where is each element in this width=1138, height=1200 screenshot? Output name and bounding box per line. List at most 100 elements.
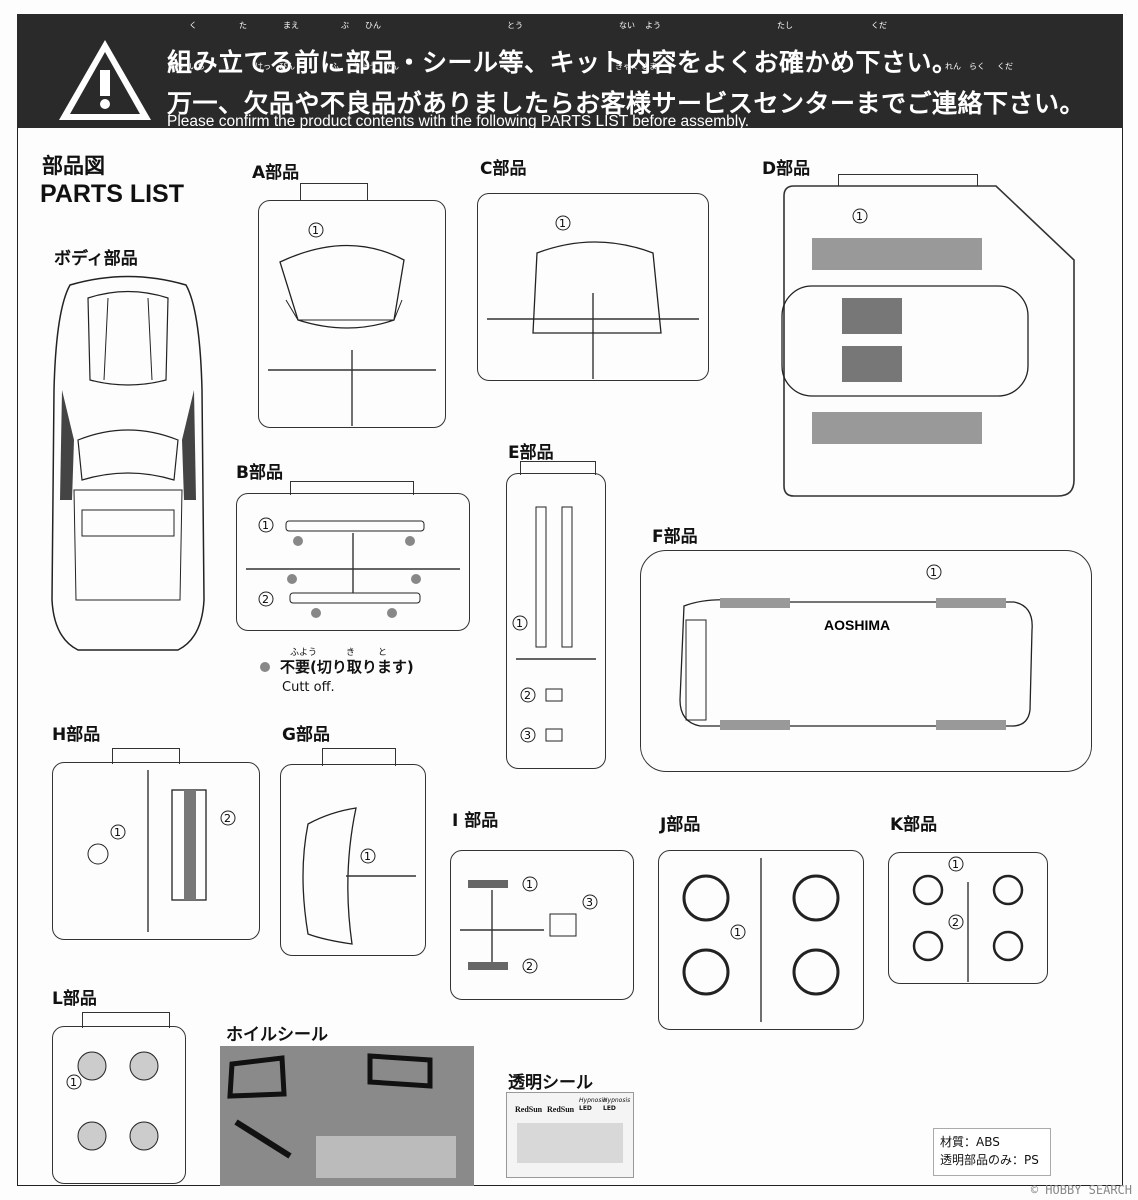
parts-list-title-ja: 部品図 bbox=[42, 154, 105, 178]
watermark: © HOBBY SEARCH bbox=[1030, 1183, 1132, 1197]
runner-k bbox=[888, 852, 1048, 984]
runner-a bbox=[258, 200, 446, 428]
material-clear-ps: 透明部品のみ：PS bbox=[940, 1153, 1039, 1167]
section-title-clear-seal: 透明シール bbox=[508, 1073, 593, 1093]
runner-l bbox=[52, 1026, 186, 1184]
runner-c bbox=[477, 193, 709, 381]
part-number-j1: 1 bbox=[734, 926, 741, 939]
runner-f-parts: 1 AOSHIMA bbox=[679, 564, 1033, 730]
runner-g-parts: 1 bbox=[302, 807, 416, 945]
ruby-mae: まえ bbox=[283, 21, 299, 30]
part-number-g1: 1 bbox=[364, 850, 371, 863]
runner-k-parts: 1 2 bbox=[912, 856, 1024, 982]
wheel-seal-sheet bbox=[220, 1046, 474, 1186]
ruby-tashi: たし bbox=[777, 21, 793, 30]
section-title-a: A部品 bbox=[252, 163, 300, 183]
runner-j-parts: 1 bbox=[682, 858, 840, 1022]
runner-e bbox=[506, 473, 606, 769]
ruby-kuda2: くだ bbox=[997, 62, 1013, 71]
ruby-kumi: く bbox=[189, 21, 197, 30]
clear-seal-label-5: LED bbox=[579, 1105, 592, 1112]
cutoff-ruby-ki: き bbox=[346, 648, 356, 658]
banner-line-2: 万一、欠品や不良品がありましたらお客様サービスセンターまでご連絡下さい。 bbox=[167, 89, 1086, 118]
runner-i bbox=[450, 850, 634, 1000]
runner-g bbox=[280, 764, 426, 956]
materials-box: 材質：ABS 透明部品のみ：PS bbox=[933, 1128, 1051, 1176]
section-title-k: K部品 bbox=[890, 815, 938, 835]
clear-seal-label-6: LED bbox=[603, 1105, 616, 1112]
section-title-e: E部品 bbox=[508, 443, 554, 463]
part-number-d1: 1 bbox=[856, 210, 863, 223]
cutoff-label-ja: 不要(切り取ります) bbox=[280, 658, 414, 676]
runner-l-tab bbox=[82, 1012, 170, 1028]
runner-f bbox=[640, 550, 1092, 772]
ruby-ke: けっ bbox=[255, 62, 271, 71]
body-shell-drawing bbox=[51, 275, 205, 651]
aoshima-logo: AOSHIMA bbox=[824, 617, 890, 633]
ruby-hin: ひん bbox=[365, 21, 381, 30]
ruby-tou: とう bbox=[507, 21, 523, 30]
clear-seal-label-3: Hypnosis bbox=[579, 1097, 607, 1104]
runner-c-parts: 1 bbox=[487, 215, 699, 379]
part-number-b2: 2 bbox=[262, 593, 269, 606]
section-title-i: I 部品 bbox=[452, 811, 499, 831]
parts-list-title-en: PARTS LIST bbox=[40, 180, 184, 208]
section-title-c: C部品 bbox=[480, 159, 527, 179]
ruby-kuda: くだ bbox=[871, 21, 887, 30]
runner-h-tab bbox=[112, 748, 180, 764]
ruby-ryou: りょう bbox=[353, 62, 377, 71]
runner-l-parts: 1 bbox=[66, 1051, 159, 1151]
clear-seal-label-2: RedSun bbox=[547, 1105, 575, 1114]
section-title-l: L部品 bbox=[52, 989, 97, 1009]
ruby-tate: た bbox=[239, 21, 247, 30]
runner-b bbox=[236, 493, 470, 631]
section-title-h: H部品 bbox=[52, 725, 101, 745]
section-title-g: G部品 bbox=[282, 725, 330, 745]
part-number-i2: 2 bbox=[526, 960, 533, 973]
part-number-l1: 1 bbox=[70, 1076, 77, 1089]
cutoff-ruby-fuyou: ふよう bbox=[290, 648, 318, 658]
ruby-ichi: いち bbox=[189, 62, 205, 71]
runner-e-tab bbox=[520, 461, 596, 475]
section-title-b: B部品 bbox=[236, 463, 283, 483]
warning-triangle-icon bbox=[59, 40, 151, 120]
runner-d-tab bbox=[838, 174, 978, 186]
ruby-raku: らく bbox=[969, 62, 985, 71]
ruby-pin: ぴん bbox=[279, 62, 295, 71]
clear-seal-label-4: Hypnosis bbox=[603, 1097, 631, 1104]
runner-e-parts: 1 2 3 bbox=[512, 506, 596, 743]
section-title-wheel-seal: ホイルシール bbox=[226, 1025, 328, 1045]
part-number-k2: 2 bbox=[952, 916, 959, 929]
part-number-e1: 1 bbox=[516, 617, 523, 630]
ruby-ren: れん bbox=[945, 62, 961, 71]
material-abs: 材質：ABS bbox=[940, 1135, 1000, 1149]
part-number-h1: 1 bbox=[114, 826, 121, 839]
part-number-i1: 1 bbox=[526, 878, 533, 891]
banner-line-1: 組み立てる前に部品・シール等、キット内容をよくお確かめ下さい。 bbox=[167, 48, 958, 77]
runner-h-parts: 1 2 bbox=[87, 770, 236, 932]
ruby-fu: ふ bbox=[331, 62, 339, 71]
part-number-k1: 1 bbox=[952, 858, 959, 871]
part-number-f1: 1 bbox=[930, 566, 937, 579]
runner-b-tab bbox=[290, 481, 414, 495]
clear-seal-lamp-decals bbox=[517, 1123, 623, 1163]
part-number-i3: 3 bbox=[586, 896, 593, 909]
runner-i-parts: 1 2 3 bbox=[460, 876, 598, 974]
cutoff-label-en: Cutt off. bbox=[282, 680, 335, 695]
clear-seal-sheet: RedSun RedSun Hypnosis Hypnosis LED LED bbox=[506, 1092, 634, 1178]
cutoff-legend-dot bbox=[260, 662, 270, 672]
warning-banner: く た まえ ぶ ひん とう ない よう たし くだ 組み立てる前に部品・シール… bbox=[17, 14, 1123, 130]
clear-seal-label-1: RedSun bbox=[515, 1105, 543, 1114]
ruby-bu: ぶ bbox=[341, 21, 349, 30]
part-number-b1: 1 bbox=[262, 519, 269, 532]
runner-h bbox=[52, 762, 260, 940]
ruby-kyaku: きゃく bbox=[615, 62, 639, 71]
section-title-body: ボディ部品 bbox=[54, 249, 138, 269]
section-title-j: J部品 bbox=[660, 815, 701, 835]
part-number-a1: 1 bbox=[312, 224, 319, 237]
part-number-c1: 1 bbox=[559, 217, 566, 230]
runner-a-parts: 1 bbox=[268, 222, 436, 426]
runner-a-tab bbox=[300, 183, 368, 201]
runner-g-tab bbox=[322, 748, 396, 766]
cutoff-ruby-to: と bbox=[378, 648, 388, 658]
